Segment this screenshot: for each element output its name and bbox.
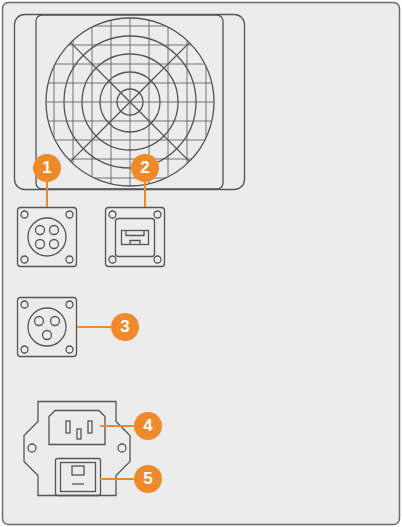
power-inlet-module (24, 402, 130, 496)
callout-number: 3 (111, 313, 139, 341)
ethernet-port (106, 208, 165, 267)
callout-discs (33, 154, 162, 493)
fan-grille (15, 15, 245, 190)
callout-number: 2 (131, 154, 159, 182)
callout-number: 4 (134, 412, 162, 440)
four-pin-connector (18, 208, 77, 267)
leader-lines (47, 180, 145, 479)
three-pin-connector (18, 298, 77, 357)
callout-number: 1 (33, 154, 61, 182)
callout-number: 5 (134, 465, 162, 493)
panel (3, 3, 400, 525)
